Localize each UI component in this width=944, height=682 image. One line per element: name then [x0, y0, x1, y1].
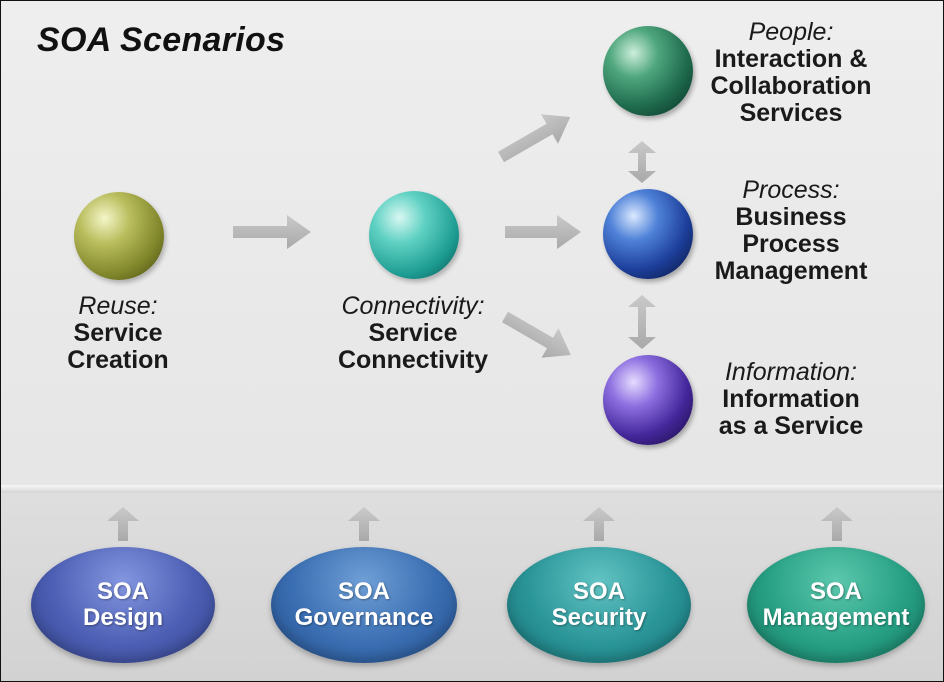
people-sphere [603, 26, 693, 116]
connectivity-sphere [369, 191, 459, 279]
information-heading: Information: [724, 358, 857, 386]
process-line-1: Business [735, 203, 847, 231]
soa-governance-line-2: Governance [294, 604, 434, 631]
reuse-label: Reuse: Service Creation [53, 293, 183, 374]
connectivity-heading: Connectivity: [341, 292, 485, 320]
soa-governance-pill: SOA Governance [271, 547, 457, 663]
reuse-line-2: Creation [67, 346, 169, 374]
soa-security-line-1: SOA [572, 578, 625, 605]
people-line-3: Services [739, 99, 843, 127]
process-line-2: Process [742, 230, 840, 258]
reuse-line-1: Service [73, 319, 163, 347]
arrow-people-process [628, 141, 656, 183]
soa-design-pill: SOA Design [31, 547, 215, 663]
soa-design-line-2: Design [82, 604, 163, 631]
arrow-process-information [628, 295, 656, 349]
soa-management-line-2: Management [762, 604, 910, 631]
arrow-reuse-to-connectivity [233, 215, 311, 249]
soa-management-line-1: SOA [809, 578, 862, 605]
arrow-up-design [107, 507, 139, 541]
arrow-connectivity-to-information [502, 311, 571, 358]
information-label: Information: Information as a Service [697, 359, 885, 440]
divider-band [1, 485, 943, 493]
soa-design-line-1: SOA [96, 578, 149, 605]
connectivity-label: Connectivity: Service Connectivity [317, 293, 509, 374]
soa-governance-line-1: SOA [337, 578, 390, 605]
process-sphere [603, 189, 693, 279]
connectivity-line-2: Connectivity [337, 346, 489, 374]
soa-security-line-2: Security [551, 604, 647, 631]
arrow-up-governance [348, 507, 380, 541]
people-label: People: Interaction & Collaboration Serv… [697, 19, 885, 127]
people-heading: People: [748, 18, 834, 46]
information-line-1: Information [722, 385, 860, 413]
process-heading: Process: [742, 176, 840, 204]
reuse-heading: Reuse: [78, 292, 158, 320]
arrow-up-security [583, 507, 615, 541]
soa-management-pill: SOA Management [747, 547, 925, 663]
process-label: Process: Business Process Management [697, 177, 885, 285]
process-line-3: Management [714, 257, 868, 285]
people-line-1: Interaction & [714, 45, 868, 73]
people-line-2: Collaboration [710, 72, 872, 100]
soa-security-pill: SOA Security [507, 547, 691, 663]
diagram-title: SOA Scenarios [37, 21, 286, 59]
information-sphere [603, 355, 693, 445]
arrow-connectivity-to-people [498, 114, 571, 163]
arrow-up-management [821, 507, 853, 541]
arrow-connectivity-to-process [505, 215, 581, 249]
connectivity-line-1: Service [368, 319, 458, 347]
reuse-sphere [74, 192, 164, 280]
information-line-2: as a Service [718, 412, 864, 440]
